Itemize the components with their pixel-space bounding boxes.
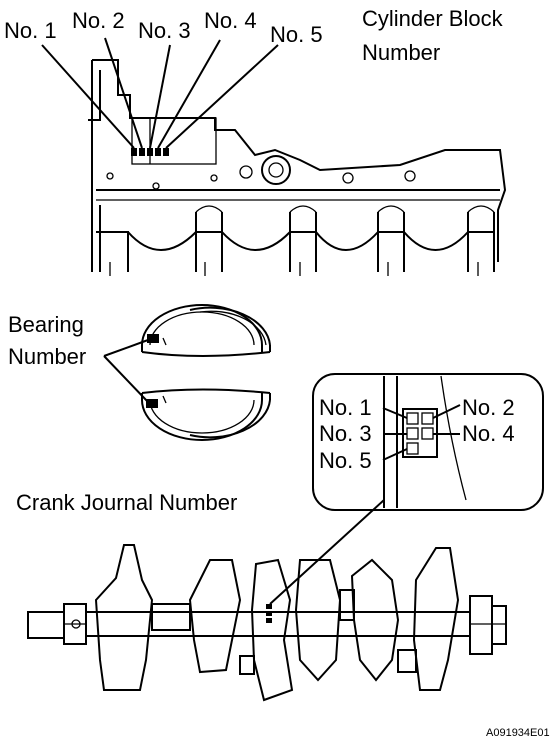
- block-label-no4: No. 4: [204, 8, 257, 33]
- detail-label-no4: No. 4: [462, 421, 515, 446]
- block-number-stamp-5: [163, 148, 169, 156]
- crankshaft-drawing: [27, 544, 507, 702]
- cylinder-block-title-line2: Number: [362, 40, 440, 65]
- detail-label-no1: No. 1: [319, 395, 372, 420]
- figure-code: A091934E01: [486, 727, 550, 739]
- crank-journal-label: Crank Journal Number: [16, 490, 237, 515]
- block-number-stamp-1: [131, 148, 137, 156]
- bearing-label-line2: Number: [8, 344, 86, 369]
- bearing-label-line1: Bearing: [8, 312, 84, 337]
- crank-journal-stamp-2: [266, 611, 272, 616]
- block-label-no3: No. 3: [138, 18, 191, 43]
- bearing-shells-drawing: [141, 304, 271, 441]
- block-leader-lines: [41, 37, 279, 149]
- detail-label-no2: No. 2: [462, 395, 515, 420]
- block-label-no5: No. 5: [270, 22, 323, 47]
- block-number-stamp-4: [155, 148, 161, 156]
- crank-journal-stamp-3: [266, 618, 272, 623]
- detail-label-no5: No. 5: [319, 448, 372, 473]
- bearing-leader-lines: [103, 339, 149, 403]
- crank-journal-stamp-1: [266, 604, 272, 609]
- block-number-stamp-3: [147, 148, 153, 156]
- bearing-number-mark-upper: [147, 334, 159, 343]
- journal-detail-callout: [312, 373, 544, 511]
- bearing-number-mark-lower: [146, 399, 158, 408]
- crank-detail-leader: [269, 499, 385, 605]
- block-label-no1: No. 1: [4, 18, 57, 43]
- block-label-no2: No. 2: [72, 8, 125, 33]
- cylinder-block-title-line1: Cylinder Block: [362, 6, 504, 31]
- cylinder-block-drawing: [88, 59, 507, 276]
- detail-label-no3: No. 3: [319, 421, 372, 446]
- block-number-stamp-2: [139, 148, 145, 156]
